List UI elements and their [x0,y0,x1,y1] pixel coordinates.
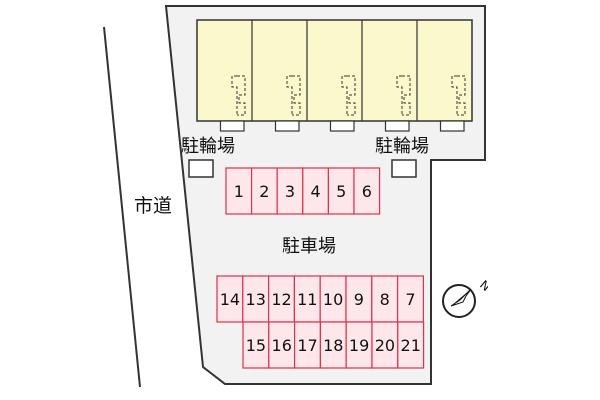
parking-space-number: 12 [271,290,291,309]
parking-space-number: 1 [234,182,244,201]
parking-space [268,321,296,369]
parking-space [345,275,373,323]
stair-outline [231,75,246,116]
compass-north-label: N [477,278,488,294]
bike-parking-box-left [188,159,214,178]
parking-lot-label: 駐車場 [282,236,336,257]
parking-space [397,321,425,369]
entrance-step [274,120,300,132]
entrance-step [329,120,355,132]
building [196,19,473,132]
parking-space [327,167,355,215]
parking-space [345,321,373,369]
parking-space [319,275,347,323]
parking-space-number: 11 [297,290,317,309]
entrance-step [439,120,465,132]
parking-space-number: 4 [311,182,321,201]
stair-outline [396,75,411,116]
parking-space-number: 9 [354,290,364,309]
parking-space-number: 17 [297,336,317,355]
parking-space-number: 6 [362,182,372,201]
parking-space-number: 18 [323,336,343,355]
parking-space [353,167,381,215]
parking-space [371,275,399,323]
parking-space-number: 15 [246,336,266,355]
road-label: 市道 [134,195,173,217]
stair-outline [341,75,356,116]
entrance-step [384,120,410,132]
parking-space [294,321,322,369]
stair-outline [451,75,466,116]
parking-space-number: 20 [375,336,395,355]
building-outline [196,19,473,122]
parking-space-number: 10 [323,290,343,309]
parking-space-number: 7 [405,290,415,309]
parking-space [251,167,278,215]
parking-space [242,321,270,369]
parking-space-number: 16 [272,336,292,355]
parking-space-number: 14 [220,290,240,309]
parking-space [371,321,399,369]
parking-space-number: 2 [259,182,269,201]
road-line [103,26,141,388]
parking-space-number: 13 [246,290,266,309]
entrance-step [219,120,245,132]
parking-space-number: 5 [336,182,346,201]
parking-space-number: 8 [380,290,390,309]
compass-icon: N [442,278,488,318]
bike-parking-label-left: 駐輪場 [181,136,235,157]
bike-parking-label-right: 駐輪場 [375,136,429,157]
parking-space-number: 19 [349,336,369,355]
parking-space-number: 3 [285,182,295,201]
stair-outline [286,75,301,116]
parking-space [225,167,253,215]
bike-parking-box-right [391,159,417,178]
parking-space-number: 21 [401,336,421,355]
